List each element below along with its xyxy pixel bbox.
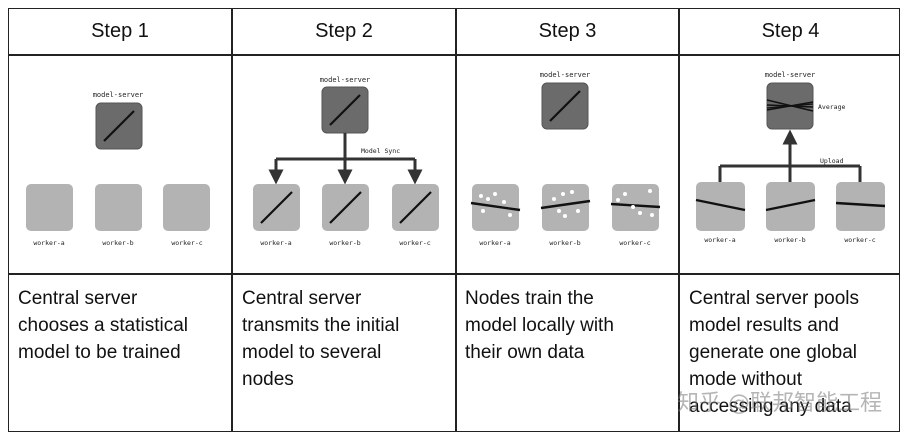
column-divider <box>455 9 457 431</box>
description-line: mode without <box>689 369 803 390</box>
worker-b-box <box>95 184 142 231</box>
model-server-box <box>541 82 589 130</box>
description-line: transmits the initial <box>242 315 400 336</box>
upload-arrows <box>718 129 862 182</box>
description-line: model to several <box>242 342 382 363</box>
worker-b-label: worker-b <box>774 236 805 244</box>
worker-a-label: worker-a <box>33 239 64 247</box>
worker-c-label: worker-c <box>844 236 875 244</box>
description-line: nodes <box>242 369 294 390</box>
step-4-description: Central server pools model results and g… <box>689 285 899 420</box>
description-line: Central server <box>242 288 362 309</box>
step-3-header: Step 3 <box>538 20 597 42</box>
step-4-diagram: model-server Average Upload <box>680 55 901 273</box>
worker-a-box <box>26 184 73 231</box>
row-divider <box>9 54 899 56</box>
worker-b-label: worker-b <box>329 239 360 247</box>
worker-a-box <box>253 184 300 231</box>
description-line: Central server <box>18 288 138 309</box>
worker-a-box <box>695 182 746 231</box>
worker-c-box <box>610 184 661 231</box>
worker-a-box <box>470 184 521 231</box>
step-3-diagram: model-server worker-a worker-b <box>457 55 678 273</box>
worker-a-label: worker-a <box>260 239 291 247</box>
server-label: model-server <box>540 71 591 79</box>
description-line: accessing any data <box>689 396 852 417</box>
description-line: model results and <box>689 315 839 336</box>
step-1-diagram: model-server worker-a worker-b worker-c <box>9 55 231 273</box>
worker-c-box <box>163 184 210 231</box>
model-server-box <box>766 82 814 130</box>
upload-label: Upload <box>820 157 844 165</box>
model-sync-arrows <box>268 133 423 185</box>
step-4-header: Step 4 <box>761 20 820 42</box>
worker-c-label: worker-c <box>171 239 202 247</box>
step-1-description: Central server chooses a statistical mod… <box>18 285 228 366</box>
model-server-box <box>95 102 143 150</box>
average-label: Average <box>818 103 845 111</box>
step-2-header: Step 2 <box>315 20 373 42</box>
step-1-header: Step 1 <box>91 20 149 42</box>
server-label: model-server <box>320 76 371 84</box>
column-divider <box>678 9 680 431</box>
description-line: chooses a statistical <box>18 315 189 336</box>
description-line: their own data <box>465 342 585 363</box>
description-line: Nodes train the <box>465 288 594 309</box>
description-line: Central server pools <box>689 288 860 309</box>
row-divider <box>9 273 899 275</box>
steps-table: Step 1 Step 2 Step 3 Step 4 model-server… <box>8 8 900 432</box>
worker-b-box <box>322 184 369 231</box>
description-line: model locally with <box>465 315 614 336</box>
server-label: model-server <box>93 91 144 99</box>
model-server-box <box>321 86 369 134</box>
server-label: model-server <box>765 71 816 79</box>
model-sync-label: Model Sync <box>361 147 400 155</box>
watermark: 知乎 @联邦智能工程 <box>677 391 882 416</box>
worker-c-label: worker-c <box>399 239 430 247</box>
worker-c-box <box>392 184 439 231</box>
worker-b-label: worker-b <box>549 239 580 247</box>
description-line: model to be trained <box>18 342 181 363</box>
worker-c-label: worker-c <box>619 239 650 247</box>
description-line: generate one global <box>689 342 857 363</box>
worker-c-box <box>835 182 886 231</box>
step-3-description: Nodes train the model locally with their… <box>465 285 675 366</box>
step-2-diagram: model-server Model Sync <box>233 55 455 273</box>
worker-b-box <box>765 182 816 231</box>
column-divider <box>231 9 233 431</box>
worker-a-label: worker-a <box>704 236 735 244</box>
worker-b-label: worker-b <box>102 239 133 247</box>
worker-b-box <box>540 184 591 231</box>
worker-a-label: worker-a <box>479 239 510 247</box>
step-2-description: Central server transmits the initial mod… <box>242 285 452 393</box>
